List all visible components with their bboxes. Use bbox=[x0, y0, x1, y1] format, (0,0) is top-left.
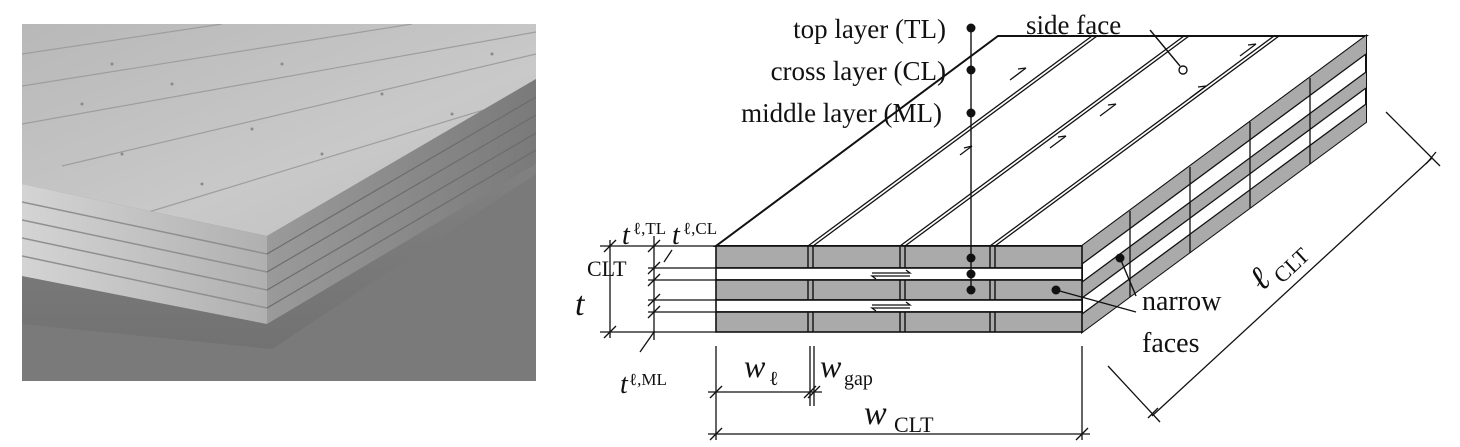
label-middle-layer: middle layer (ML) bbox=[741, 98, 942, 128]
top-face-grain-arrows bbox=[959, 43, 1257, 156]
photo-floor bbox=[22, 174, 536, 381]
top-face-seams bbox=[807, 35, 1280, 247]
svg-text:w: w bbox=[820, 348, 842, 384]
svg-text:ℓ,CL: ℓ,CL bbox=[683, 219, 717, 238]
svg-text:w: w bbox=[864, 395, 887, 432]
dim-w-gap: w gap bbox=[820, 348, 873, 390]
svg-text:t: t bbox=[575, 286, 586, 323]
side-face-leader bbox=[1149, 29, 1181, 67]
svg-text:t: t bbox=[622, 220, 631, 251]
svg-text:CLT: CLT bbox=[894, 412, 934, 437]
label-top-layer: top layer (TL) bbox=[793, 14, 946, 44]
thickness-dimension-lines bbox=[600, 236, 716, 353]
marker-top-layer bbox=[966, 23, 976, 33]
marker-ml-section bbox=[966, 285, 976, 295]
svg-text:t: t bbox=[672, 220, 681, 251]
photo-side-edge bbox=[267, 79, 536, 324]
width-dimension-lines bbox=[708, 346, 1090, 441]
label-side-face: side face bbox=[1026, 10, 1121, 40]
svg-text:ℓ,TL: ℓ,TL bbox=[633, 219, 666, 238]
dim-t-ml: t ℓ,ML bbox=[620, 369, 667, 400]
label-cross-layer: cross layer (CL) bbox=[771, 56, 946, 86]
side-face-marker bbox=[1178, 65, 1188, 75]
front-cross-section bbox=[715, 245, 1083, 333]
dim-t-tl: t ℓ,TL bbox=[622, 219, 666, 251]
dim-w-clt: w CLT bbox=[864, 395, 934, 437]
marker-cross-layer bbox=[966, 65, 976, 75]
length-dimension-lines bbox=[1107, 111, 1441, 423]
marker-tl-section bbox=[966, 253, 976, 263]
photo-top-surface bbox=[22, 24, 536, 236]
svg-text:gap: gap bbox=[844, 368, 873, 390]
dim-w-l: w ℓ bbox=[744, 348, 779, 390]
marker-middle-layer bbox=[966, 108, 976, 118]
svg-text:ℓ,ML: ℓ,ML bbox=[629, 370, 667, 389]
svg-text:w: w bbox=[744, 348, 766, 384]
layer-leader bbox=[966, 23, 976, 295]
narrow-faces-leaders bbox=[1051, 253, 1137, 313]
photo-board-seams bbox=[22, 24, 536, 215]
clt-panel-photo bbox=[22, 24, 536, 381]
svg-text:CLT: CLT bbox=[1268, 242, 1314, 288]
photo-front-layers bbox=[22, 201, 268, 309]
marker-cl-section bbox=[966, 269, 976, 279]
photo-side-layers bbox=[266, 96, 536, 309]
label-narrow: narrow bbox=[1142, 286, 1222, 317]
dim-l-clt: ℓ CLT bbox=[1242, 242, 1315, 298]
svg-text:ℓ: ℓ bbox=[769, 368, 779, 390]
photo-dots bbox=[80, 52, 494, 186]
svg-text:CLT: CLT bbox=[587, 256, 627, 281]
photo-drawing bbox=[22, 24, 536, 381]
dim-t-clt: t CLT bbox=[575, 256, 627, 323]
photo-front-edge bbox=[22, 184, 267, 324]
svg-text:t: t bbox=[620, 369, 629, 400]
side-layer-bands bbox=[1082, 36, 1366, 332]
label-faces: faces bbox=[1142, 328, 1200, 359]
dim-t-cl: t ℓ,CL bbox=[672, 219, 717, 251]
